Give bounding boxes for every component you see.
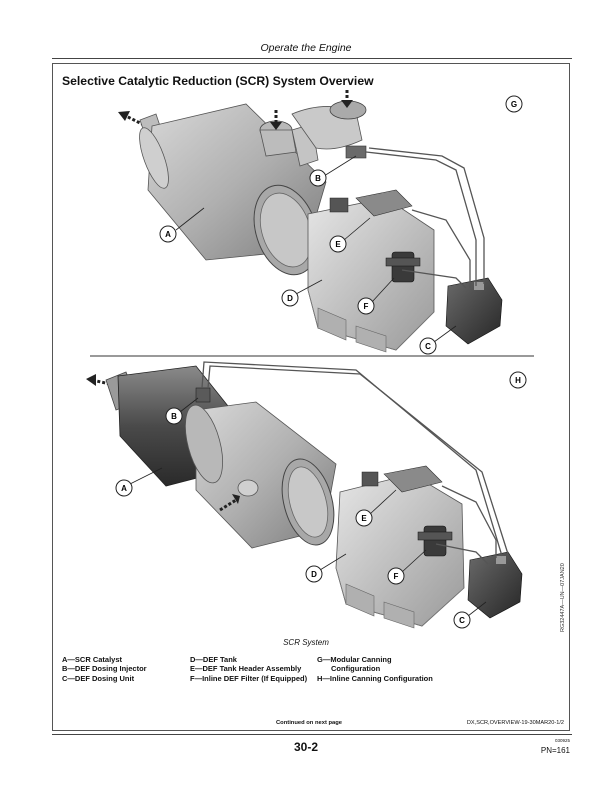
legend-item: A—SCR Catalyst [62, 655, 123, 664]
figure-caption: SCR System [283, 638, 329, 647]
callout-a: A [115, 467, 163, 497]
callouts-bottom: H B A E D F C [115, 371, 527, 629]
legend-item: H—Inline Canning Configuration [317, 673, 433, 683]
callout-e: E [355, 489, 397, 527]
def-dosing-unit [467, 551, 523, 619]
document-id: DX,SCR,OVERVIEW-19-30MAR20-1/2 [466, 720, 564, 726]
def-tank [307, 189, 435, 353]
svg-text:G: G [511, 100, 517, 109]
svg-text:C: C [459, 616, 465, 625]
small-code: 030925 [554, 738, 570, 743]
svg-text:D: D [311, 570, 317, 579]
callout-d: D [281, 279, 323, 307]
callout-b: B [309, 155, 357, 187]
content-frame [52, 63, 570, 731]
svg-text:H: H [515, 376, 521, 385]
pn-label: PN=161 [540, 746, 570, 755]
legend-column-1: A—SCR Catalyst B—DEF Dosing Injector C—D… [62, 655, 147, 683]
page-number: 30-2 [293, 740, 319, 754]
inline-def-filter [417, 525, 453, 557]
inline-canning-illustration [86, 361, 523, 629]
inline-def-filter [385, 251, 421, 283]
def-lines [201, 361, 509, 565]
exhaust-out-arrow-icon [86, 374, 111, 386]
callout-a: A [159, 207, 205, 243]
legend-item-continuation: Configuration [331, 664, 381, 674]
legend-item: E—DEF Tank Header Assembly [190, 664, 302, 674]
callout-f: F [357, 277, 395, 315]
legend-item: D—DEF Tank [190, 655, 237, 664]
svg-text:D: D [287, 294, 293, 303]
def-lines [365, 147, 485, 289]
header-rule [52, 58, 572, 59]
footer-rule [52, 734, 572, 735]
legend-column-3: G—Modular Canning Configuration H—Inline… [317, 655, 433, 683]
callout-c: C [453, 601, 487, 629]
svg-text:F: F [364, 302, 369, 311]
continued-note: Continued on next page [276, 720, 343, 726]
svg-text:B: B [315, 174, 321, 183]
exhaust-in-arrow-icon [219, 494, 240, 512]
callout-h: H [509, 371, 527, 389]
svg-text:A: A [121, 484, 127, 493]
callout-b: B [165, 397, 199, 425]
section-title: Selective Catalytic Reduction (SCR) Syst… [62, 74, 374, 88]
callouts-top: G B A E D F C [159, 95, 523, 355]
legend-column-2: D—DEF Tank E—DEF Tank Header Assembly F—… [190, 655, 307, 683]
legend-item: G—Modular Canning [317, 655, 392, 664]
def-dosing-unit [445, 277, 503, 345]
scr-catalyst-can [184, 387, 337, 549]
svg-text:E: E [361, 514, 367, 523]
callout-e: E [329, 217, 371, 253]
legend-item: C—DEF Dosing Unit [62, 673, 135, 683]
svg-text:E: E [335, 240, 341, 249]
callout-c: C [419, 325, 457, 355]
legend-item: F—Inline DEF Filter (If Equipped) [190, 673, 308, 683]
modular-canning-illustration [118, 90, 503, 353]
exhaust-out-arrow-icon [118, 111, 145, 127]
svg-text:C: C [425, 342, 431, 351]
legend-item: B—DEF Dosing Injector [62, 664, 147, 674]
callout-f: F [387, 549, 427, 585]
inlet-elbow [259, 100, 367, 167]
figure-code: RG32447A—UN—07JAN20 [560, 563, 566, 632]
svg-text:A: A [165, 230, 171, 239]
callout-d: D [305, 553, 347, 583]
exhaust-in-arrow-icon [270, 90, 353, 130]
running-head: Operate the Engine [260, 42, 352, 54]
svg-text:F: F [394, 572, 399, 581]
svg-text:B: B [171, 412, 177, 421]
scr-system-figure: G B A E D F C [86, 90, 534, 629]
callout-g: G [505, 95, 523, 113]
